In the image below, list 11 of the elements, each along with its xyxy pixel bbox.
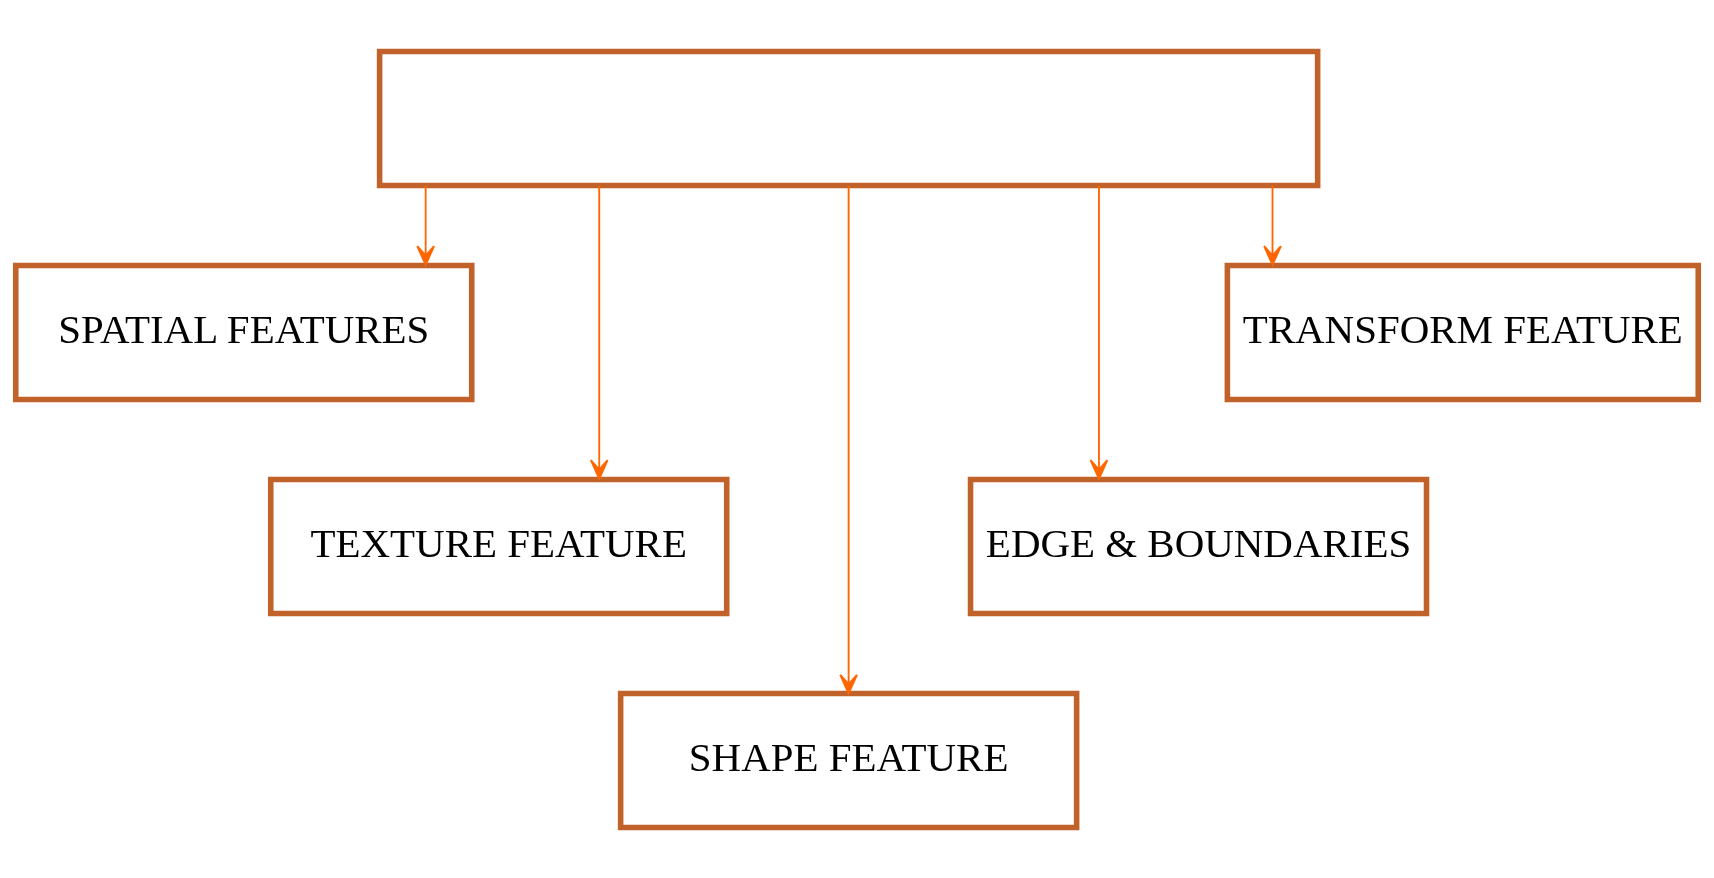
arrow bbox=[1263, 184, 1282, 266]
node-box bbox=[376, 48, 1321, 188]
node-box: TEXTURE FEATURE bbox=[267, 476, 730, 616]
node-box: EDGE & BOUNDARIES bbox=[967, 476, 1430, 616]
node-box: TRANSFORM FEATURE bbox=[1224, 262, 1702, 402]
node-box: SHAPE FEATURE bbox=[617, 690, 1080, 830]
arrow bbox=[839, 184, 858, 694]
arrow bbox=[1089, 184, 1109, 480]
node-box: SPATIAL FEATURES bbox=[12, 262, 475, 402]
arrow bbox=[416, 184, 435, 266]
arrow bbox=[589, 184, 609, 480]
